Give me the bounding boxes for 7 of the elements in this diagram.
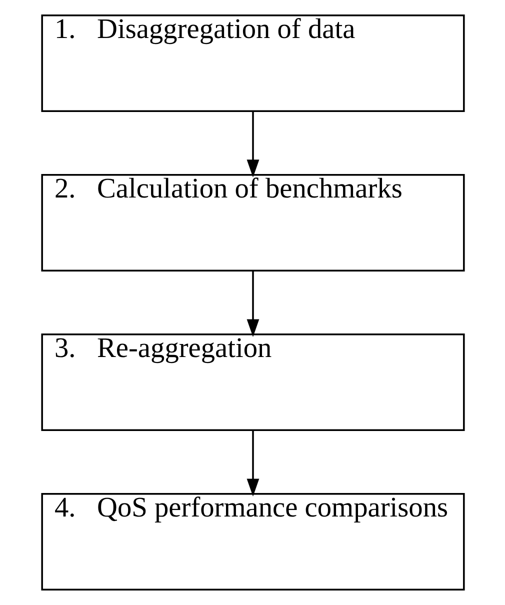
node-box: 3. Re-aggregation [40, 334, 464, 431]
arrow [246, 271, 259, 337]
arrow [246, 112, 259, 178]
node-box: 4. QoS performance comparisons [40, 493, 464, 590]
node-box: 2. Calculation of benchmarks [40, 174, 464, 272]
node-box: 1. Disaggregation of data [40, 14, 464, 112]
arrow [246, 430, 259, 496]
